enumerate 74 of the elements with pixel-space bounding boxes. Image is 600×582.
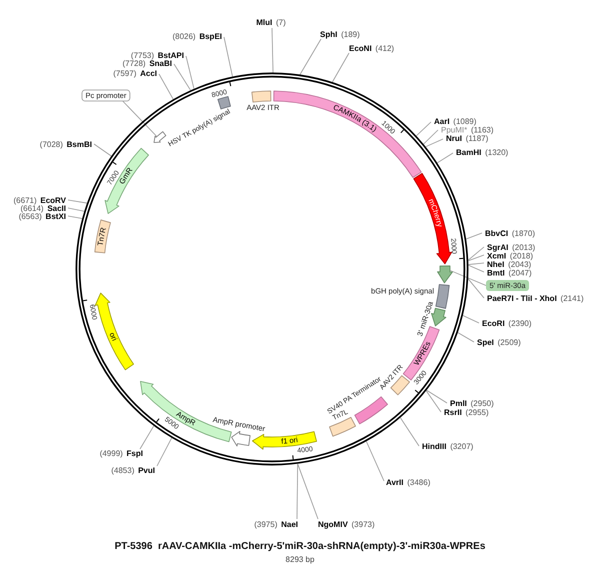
restriction-site-label: (6563) BstXI [18,212,66,221]
restriction-site-label: PaeR7I - TliI - XhoI (2141) [487,294,584,303]
restriction-site-label: (7728) SnaBI [122,59,172,68]
leader-line [174,64,191,91]
leader-line [156,438,172,466]
leader-line [122,100,157,137]
directional-feature-block [431,308,446,326]
leader-line [468,278,484,298]
restriction-site-label: (7597) AccI [113,69,157,78]
leader-line [426,390,448,404]
restriction-site-label: (6671) EcoRV [14,196,66,205]
leader-line [300,38,322,75]
restriction-site-label: BmtI (2047) [487,268,532,278]
restriction-site-label: SphI (189) [320,30,360,39]
restriction-site-label: AarI (1089) [434,117,476,126]
leader-line [68,208,85,212]
feature-block [354,396,388,424]
restriction-site-label: MluI (7) [256,18,286,27]
leader-line [468,254,484,262]
directional-feature-block [154,131,166,143]
restriction-site-label: HindIII (3207) [422,442,474,451]
restriction-site-label: BbvCI (1870) [485,229,535,238]
restriction-site-label: NgoMIV (3973) [318,520,375,529]
leader-line [423,130,438,144]
leader-line [458,332,474,342]
leader-line [450,270,486,286]
leader-line [296,463,298,520]
restriction-site-label: XcmI (2018) [487,252,533,260]
feature-block [217,96,231,110]
restriction-site-label: SpeI (2509) [477,338,521,347]
directional-feature-block [231,430,250,446]
restriction-site-label: NruI (1187) [446,134,488,143]
leader-line [416,122,432,136]
restriction-site-label: (8026) BspEI [172,32,222,41]
restriction-site-label: (3975) NaeI [254,520,298,529]
leader-line [94,144,112,156]
leader-line [68,200,88,204]
restriction-site-label: SgrAI (2013) [487,243,536,252]
leader-line [224,36,233,77]
leader-line [272,28,274,73]
leader-line [436,152,454,164]
restriction-site-label: RsrII (2955) [444,408,489,417]
leader-line [186,56,194,90]
leader-line [468,264,484,272]
feature-block [251,90,272,102]
leader-line [426,390,442,412]
leader-line [366,440,384,482]
leader-line [468,246,484,260]
feature-block [435,284,450,309]
leader-line [468,262,484,265]
restriction-site-label: EcoNI (412) [349,44,394,53]
restriction-site-label: NheI (2043) [487,260,532,269]
restriction-site-label: BamHI (1320) [456,148,508,157]
restriction-site-label: (7028) BsmBI [40,140,92,149]
leader-line [462,315,480,324]
restriction-site-label: PmlI (2950) [450,399,494,408]
leader-line [425,138,444,148]
restriction-site-label: (4999) FspI [100,449,143,458]
restriction-site-label: (4853) PvuI [111,466,155,475]
leader-line [400,417,420,446]
leader-line [140,426,154,450]
map-title: PT-5396 rAAV-CAMKIIa -mCherry-5'miR-30a-shRNA(empty)-3'-miR30a-WPREs [114,541,486,552]
leader-line [332,52,350,82]
restriction-site-label: (7753) BstAPI [130,51,184,60]
directional-feature-block [437,266,453,284]
leader-line [466,232,482,240]
leader-line [68,216,82,219]
leader-line [158,74,174,100]
restriction-site-label: (6614) SacII [20,204,66,213]
restriction-site-label: EcoRI (2390) [482,319,532,328]
leader-line [297,463,318,520]
map-caption: 8293 bp [286,555,314,564]
restriction-site-label: PpuMI* (1163) [441,126,494,134]
restriction-site-label: AvrII (3486) [386,478,430,487]
